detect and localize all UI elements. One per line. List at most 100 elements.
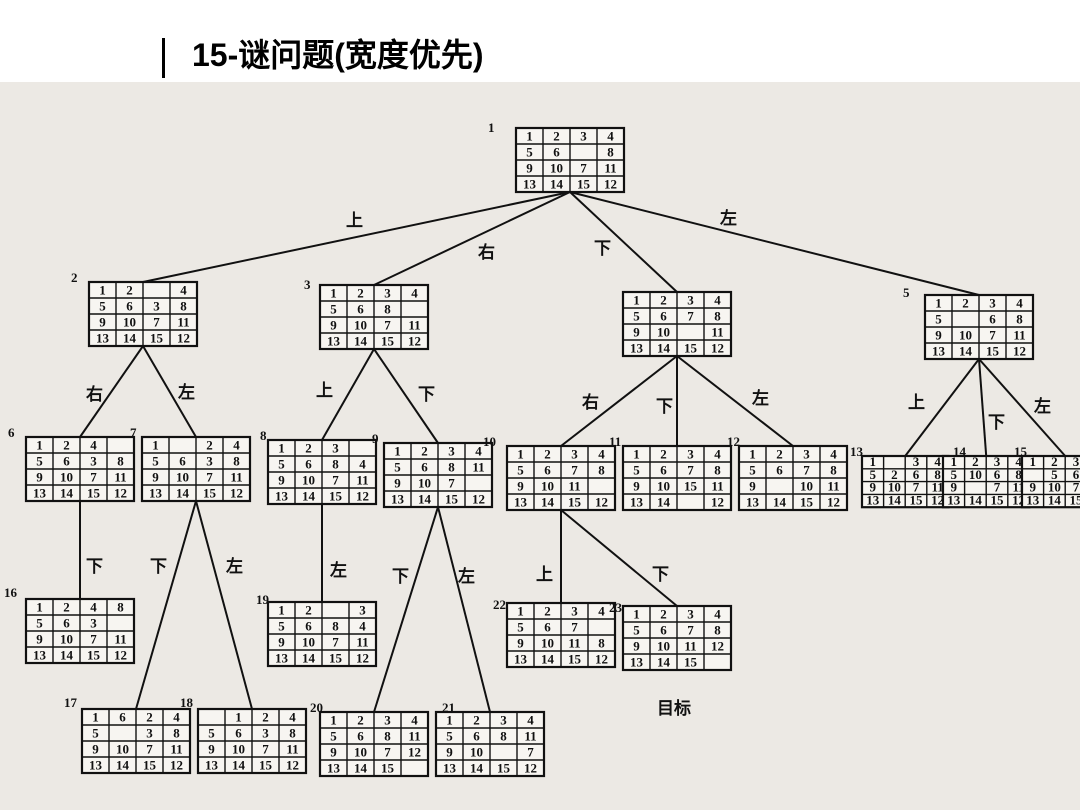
edge-label-3-9: 下: [418, 385, 435, 405]
tile-9: 9: [92, 741, 99, 756]
tile-13: 13: [866, 492, 880, 507]
node-number: 13: [850, 444, 864, 459]
tile-7: 7: [332, 472, 339, 487]
edge-label-1-2: 上: [346, 211, 363, 231]
tile-10: 10: [657, 478, 670, 493]
node-number: 21: [442, 700, 455, 715]
tile-15: 15: [986, 343, 1000, 358]
tile-4: 4: [527, 712, 534, 727]
tile-8: 8: [332, 618, 339, 633]
tile-1: 1: [870, 454, 877, 469]
tile-4: 4: [90, 599, 97, 614]
node-number: 19: [256, 592, 270, 607]
tile-15: 15: [910, 492, 924, 507]
tile-3: 3: [687, 292, 694, 307]
tile-1: 1: [278, 440, 285, 455]
tile-3: 3: [500, 712, 507, 727]
tile-2: 2: [63, 599, 70, 614]
tile-2: 2: [544, 446, 551, 461]
tile-12: 12: [827, 494, 840, 509]
tile-7: 7: [687, 622, 694, 637]
tile-13: 13: [327, 333, 341, 348]
tile-14: 14: [60, 485, 74, 500]
tile-8: 8: [598, 462, 605, 477]
tile-10: 10: [354, 744, 367, 759]
tile-14: 14: [60, 647, 74, 662]
tile-7: 7: [571, 619, 578, 634]
node-number: 11: [609, 434, 621, 449]
tile-1: 1: [394, 443, 401, 458]
tile-2: 2: [357, 285, 364, 300]
tile-14: 14: [657, 494, 671, 509]
tile-5: 5: [951, 467, 958, 482]
tile-15: 15: [329, 488, 343, 503]
tile-9: 9: [330, 744, 337, 759]
tile-6: 6: [553, 144, 560, 159]
edge-3-8: [321, 348, 375, 441]
tile-6: 6: [994, 467, 1001, 482]
tile-11: 11: [524, 728, 536, 743]
tile-9: 9: [633, 638, 640, 653]
tile-6: 6: [179, 453, 186, 468]
tile-8: 8: [500, 728, 507, 743]
tile-12: 12: [595, 651, 608, 666]
tile-14: 14: [888, 492, 902, 507]
tile-3: 3: [994, 454, 1001, 469]
tile-11: 11: [170, 741, 182, 756]
tile-9: 9: [935, 327, 942, 342]
tile-13: 13: [33, 485, 47, 500]
tile-7: 7: [153, 314, 160, 329]
tile-8: 8: [180, 298, 187, 313]
tile-3: 3: [1073, 454, 1080, 469]
tile-8: 8: [934, 467, 941, 482]
node-number: 15: [1014, 444, 1028, 459]
tile-5: 5: [36, 615, 43, 630]
tile-3: 3: [153, 298, 160, 313]
tile-1: 1: [99, 282, 106, 297]
tile-10: 10: [116, 741, 129, 756]
tile-12: 12: [472, 491, 485, 506]
edge-10-23: [560, 509, 678, 607]
tile-5: 5: [278, 618, 285, 633]
tile-10: 10: [969, 467, 982, 482]
tile-9: 9: [870, 480, 877, 495]
tile-10: 10: [657, 638, 670, 653]
tile-1: 1: [1030, 454, 1037, 469]
tile-14: 14: [773, 494, 787, 509]
edge-label-5-15: 左: [1034, 396, 1051, 417]
tile-1: 1: [517, 603, 524, 618]
tile-8: 8: [384, 301, 391, 316]
tile-9: 9: [517, 478, 524, 493]
tile-10: 10: [470, 744, 483, 759]
tile-2: 2: [262, 709, 269, 724]
node-number: 9: [372, 431, 379, 446]
tile-3: 3: [146, 725, 153, 740]
tile-9: 9: [1030, 480, 1037, 495]
title-accent-rule: [162, 38, 165, 78]
tile-12: 12: [177, 330, 190, 345]
tile-13: 13: [630, 654, 644, 669]
puzzle-node-15: 12345689107111314151215: [1014, 444, 1080, 509]
tile-1: 1: [951, 454, 958, 469]
tile-6: 6: [473, 728, 480, 743]
tile-2: 2: [544, 603, 551, 618]
tile-13: 13: [932, 343, 946, 358]
edge-label-5-14: 下: [988, 413, 1005, 433]
edge-2-6: [79, 345, 144, 438]
tile-12: 12: [1013, 343, 1026, 358]
tile-10: 10: [888, 480, 901, 495]
tile-13: 13: [327, 760, 341, 775]
tile-1: 1: [517, 446, 524, 461]
tile-7: 7: [803, 462, 810, 477]
tile-12: 12: [595, 494, 608, 509]
tile-2: 2: [972, 454, 979, 469]
tile-10: 10: [302, 472, 315, 487]
tile-6: 6: [544, 462, 551, 477]
tile-1: 1: [92, 709, 99, 724]
